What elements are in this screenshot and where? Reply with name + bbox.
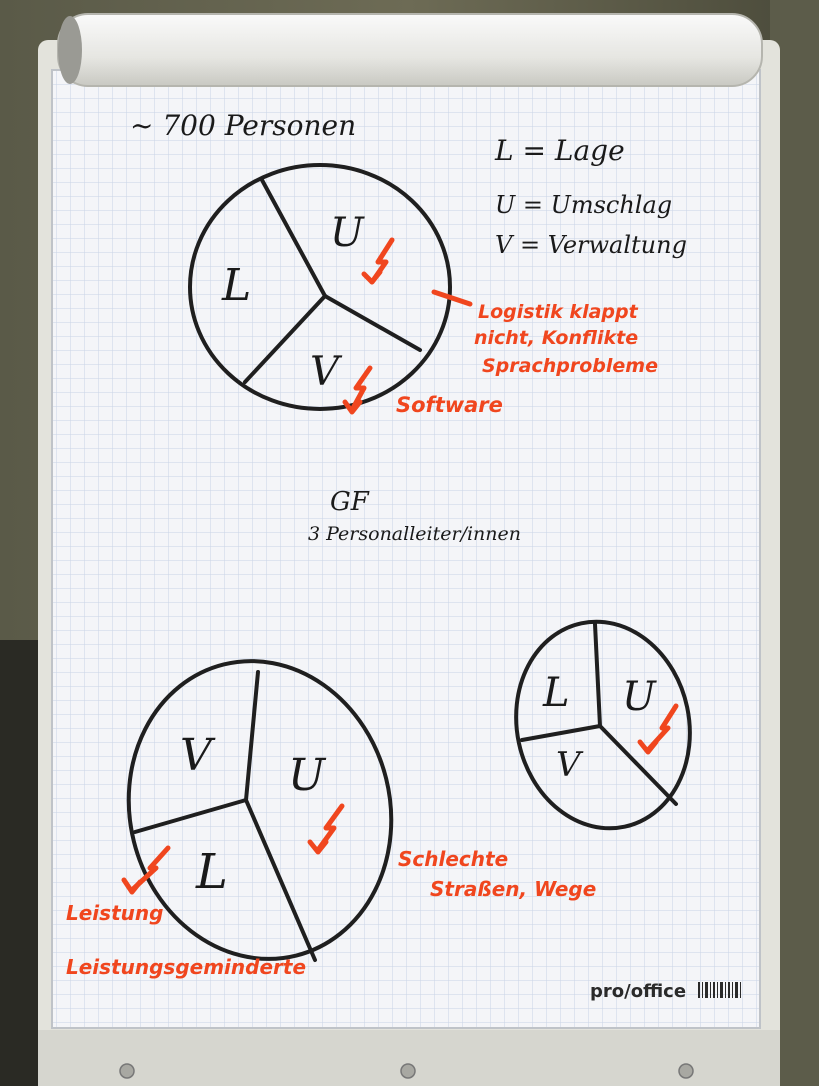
center-title: GF [330, 487, 370, 517]
annotation-sprachprobleme: Sprachprobleme [482, 355, 658, 377]
down-arrow-icon [349, 365, 373, 413]
annotation-leistungsgeminderte: Leistungsgeminderte [66, 955, 306, 979]
screw-icon [400, 1063, 416, 1079]
legend-line-2: U = Umschlag [495, 191, 672, 219]
pie-top-segment-v: V [310, 349, 343, 395]
center-subtitle: 3 Personalleiter/innen [308, 523, 521, 545]
legend-line-3: V = Verwaltung [495, 231, 687, 259]
pie-br-segment-u: U [622, 674, 657, 720]
down-arrow-icon [645, 703, 679, 753]
pie-br-segment-v: V [556, 745, 584, 785]
down-arrow-icon [129, 845, 171, 893]
annotation-logistik: Logistik klappt [478, 301, 639, 323]
pie-diagram-bottom-right: L U V [514, 619, 692, 831]
pie-diagram-bottom-left: V U L [121, 659, 394, 962]
pie-bl-segment-l: L [195, 844, 228, 900]
pie-top-segment-u: U [330, 210, 365, 256]
pie-diagram-top: L U V [188, 163, 473, 415]
pie-bl-segment-u: U [288, 750, 327, 801]
paper-roll [57, 13, 763, 87]
annotation-software: Software [396, 393, 503, 417]
heading: ~ 700 Personen [130, 109, 356, 142]
screw-icon [119, 1063, 135, 1079]
down-arrow-icon [315, 803, 345, 853]
pointer-line [431, 289, 473, 307]
pie-br-segment-l: L [542, 670, 570, 716]
annotation-konflikte: nicht, Konflikte [474, 327, 638, 349]
annotation-strassen: Straßen, Wege [430, 877, 596, 901]
screw-icon [678, 1063, 694, 1079]
pie-bl-segment-v: V [180, 730, 216, 781]
pie-top-segment-l: L [221, 260, 251, 311]
legend-line-1: L = Lage [494, 134, 625, 167]
brand-logo: pro/office [590, 981, 686, 1002]
annotation-schlechte: Schlechte [398, 847, 508, 871]
annotation-leistung: Leistung [66, 901, 163, 925]
barcode-icon [698, 982, 741, 998]
